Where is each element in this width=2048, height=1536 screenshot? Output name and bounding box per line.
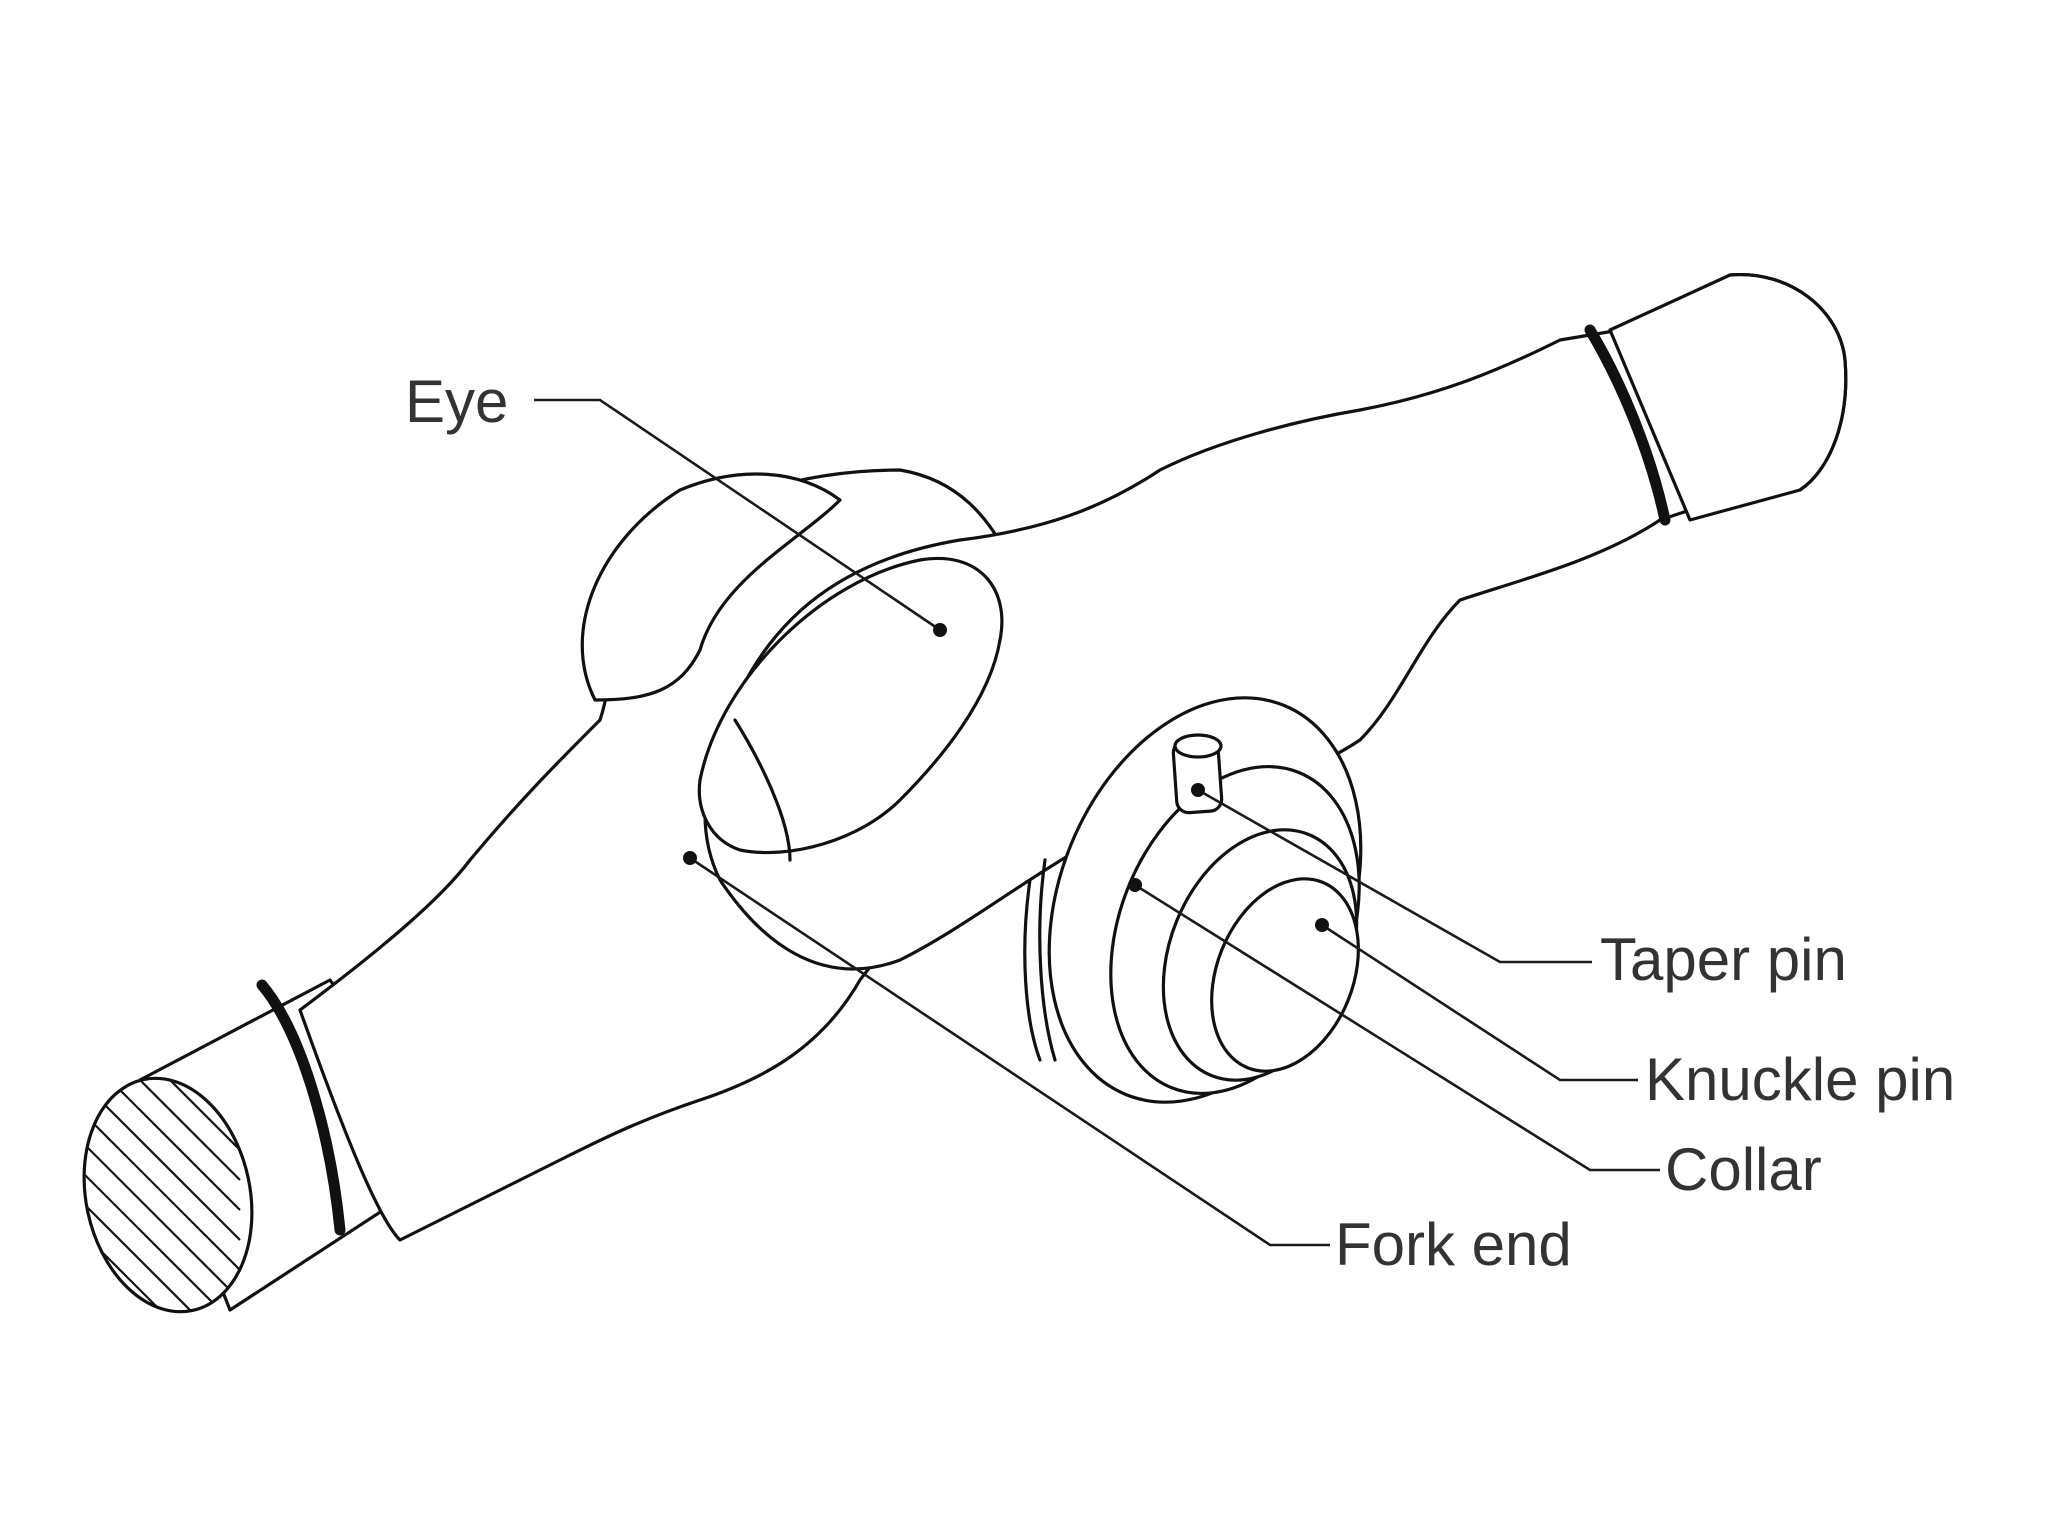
label-knuckle-pin: Knuckle pin (1645, 1046, 1956, 1113)
dot-fork-end (683, 851, 697, 865)
leader-taper-pin (1197, 788, 1592, 964)
dot-eye (933, 623, 947, 637)
label-fork-end: Fork end (1335, 1211, 1572, 1278)
eye-rod-band (1584, 324, 1671, 526)
leader-eye (534, 398, 941, 632)
eye-inner-curve (733, 718, 792, 862)
fork-rear-lobe (580, 472, 842, 702)
taper-pin (1171, 733, 1224, 815)
eye-rod (1608, 273, 1848, 522)
eye-rod-body (703, 328, 1722, 971)
label-taper-pin: Taper pin (1600, 926, 1847, 993)
dot-taper-pin (1191, 783, 1205, 797)
dot-collar (1128, 878, 1142, 892)
eye-boss (697, 556, 1004, 855)
fork-rod-band (256, 979, 346, 1236)
dot-knuckle-pin (1315, 918, 1329, 932)
collar-assembly (1023, 696, 1363, 1104)
label-eye: Eye (405, 368, 509, 435)
label-collar: Collar (1665, 1136, 1822, 1203)
leader-knuckle-pin (1321, 923, 1638, 1082)
leader-fork-end (689, 856, 1330, 1247)
leader-collar (1134, 883, 1660, 1172)
